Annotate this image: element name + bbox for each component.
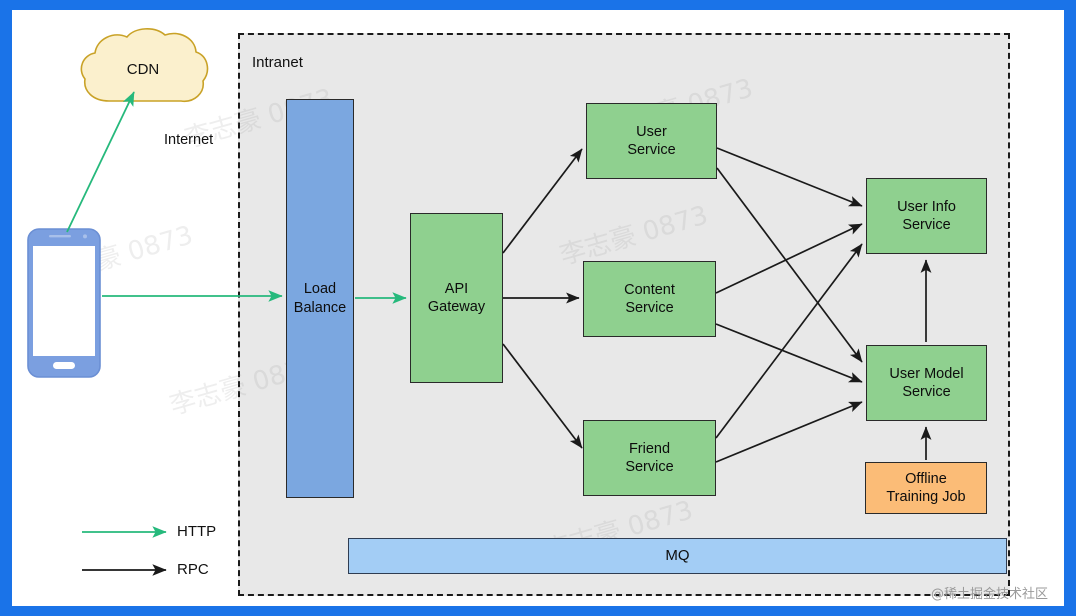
legend-arrows xyxy=(82,526,167,576)
node-content-service[interactable]: Content Service xyxy=(583,261,716,337)
node-user-model-service[interactable]: User Model Service xyxy=(866,345,987,421)
footer-watermark: @稀土掘金技术社区 xyxy=(930,587,1048,602)
node-offline-training-job[interactable]: Offline Training Job xyxy=(865,462,987,514)
node-mq[interactable]: MQ xyxy=(348,538,1007,574)
cdn-label: CDN xyxy=(126,60,160,78)
node-load-balance[interactable]: Load Balance xyxy=(286,99,354,498)
node-user-info-service[interactable]: User Info Service xyxy=(866,178,987,254)
smartphone-icon xyxy=(27,228,101,378)
legend-rpc-label: RPC xyxy=(177,561,209,578)
internet-label: Internet xyxy=(164,132,214,148)
intranet-label: Intranet xyxy=(252,54,303,71)
node-api-gateway[interactable]: API Gateway xyxy=(410,213,503,383)
diagram-canvas: Intranet 李志豪 0873 李志豪 0873 李志豪 0873 李志豪 … xyxy=(12,10,1064,606)
node-friend-service[interactable]: Friend Service xyxy=(583,420,716,496)
legend-http-label: HTTP xyxy=(177,523,217,540)
cdn-cloud-icon xyxy=(80,28,209,103)
node-user-service[interactable]: User Service xyxy=(586,103,717,179)
